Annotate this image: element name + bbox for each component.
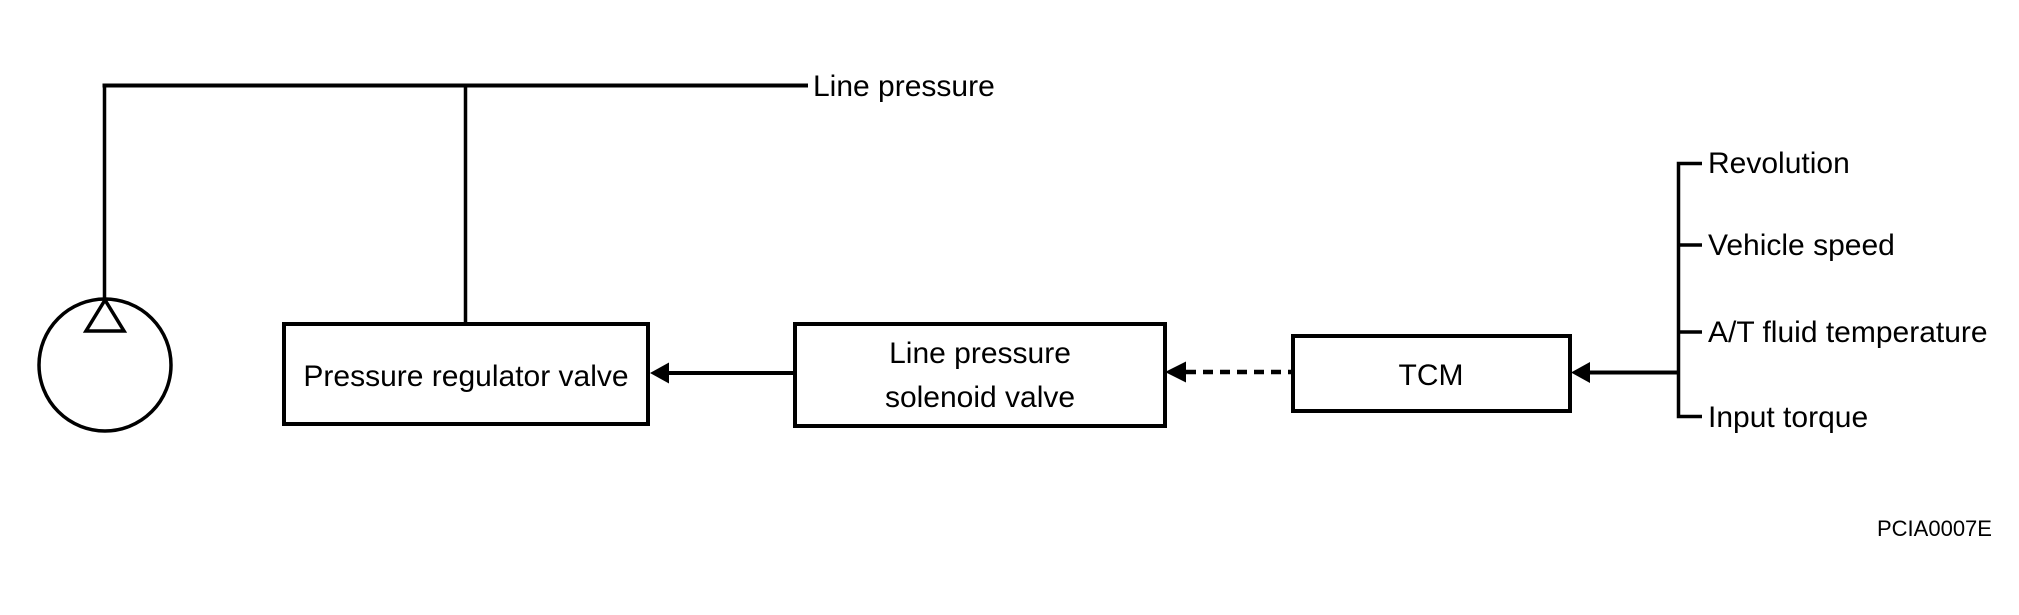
pump-triangle-icon [82, 296, 128, 333]
pressure-regulator-valve-box [282, 322, 650, 426]
figure-id: PCIA0007E [1877, 516, 1992, 541]
line-pressure-label: Line pressure [813, 70, 995, 103]
tcm-box [1291, 334, 1572, 413]
arrowhead-left-icon [1165, 361, 1186, 383]
line-pressure-solenoid-valve-box [793, 322, 1167, 428]
input-label-vehicle-speed: Vehicle speed [1708, 229, 1895, 262]
arrowhead-left-icon [1571, 362, 1590, 383]
arrowhead-left-icon [650, 362, 669, 384]
line-pressure-solenoid-valve-label-line2: solenoid valve [885, 381, 1075, 414]
line-pressure-solenoid-valve-label-line1: Line pressure [889, 337, 1071, 370]
input-label-revolution: Revolution [1708, 147, 1850, 180]
tcm-label: TCM [1399, 359, 1464, 392]
input-label-input-torque: Input torque [1708, 401, 1868, 434]
inputs-bracket [1676, 161, 1702, 419]
pump-icon [37, 296, 173, 433]
input-label-at-fluid-temperature: A/T fluid temperature [1708, 316, 1988, 349]
pressure-regulator-valve-label: Pressure regulator valve [303, 360, 628, 393]
